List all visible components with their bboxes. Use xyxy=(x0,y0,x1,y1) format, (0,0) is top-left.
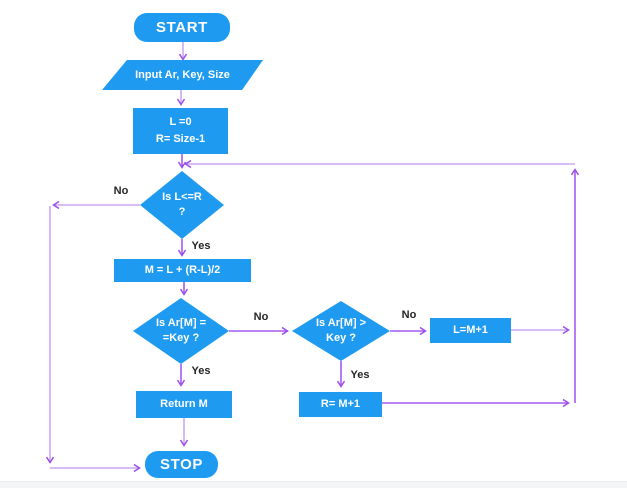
edge-label-gt-no: No xyxy=(401,309,417,321)
node-cond-loop-line2: ? xyxy=(178,206,186,218)
node-left-update: L=M+1 xyxy=(430,318,511,343)
node-return: Return M xyxy=(136,391,232,418)
node-mid: M = L + (R-L)/2 xyxy=(114,259,251,282)
node-stop: STOP xyxy=(145,451,218,478)
node-cond-gt-line2: Key ? xyxy=(326,332,356,344)
node-cond-gt-line1: Is Ar[M] > xyxy=(315,317,366,329)
node-return-label: Return M xyxy=(160,398,208,410)
node-start: START xyxy=(134,13,230,42)
node-cond-loop-line1: Is L<=R xyxy=(162,191,202,203)
node-left-update-label: L=M+1 xyxy=(453,324,488,336)
node-right-update-label: R= M+1 xyxy=(320,398,361,410)
node-right-update: R= M+1 xyxy=(299,392,382,417)
node-input: Input Ar, Key, Size xyxy=(102,60,263,90)
node-input-label: Input Ar, Key, Size xyxy=(135,68,230,81)
edge-label-eq-no: No xyxy=(253,311,269,323)
node-stop-label: STOP xyxy=(160,456,203,473)
edge-label-loop-no: No xyxy=(113,185,129,197)
edge-label-gt-yes: Yes xyxy=(350,369,370,381)
edge-label-eq-yes: Yes xyxy=(191,365,211,377)
node-cond-eq-line1: Is Ar[M] = xyxy=(155,317,206,329)
node-init-line2: R= Size-1 xyxy=(155,133,206,145)
node-mid-label: M = L + (R-L)/2 xyxy=(144,264,221,276)
node-init: L =0 R= Size-1 xyxy=(133,108,228,154)
bottom-strip xyxy=(0,481,627,488)
node-start-label: START xyxy=(156,19,208,36)
edge-label-loop-yes: Yes xyxy=(191,240,211,252)
node-init-line1: L =0 xyxy=(169,116,192,128)
node-cond-eq-line2: =Key ? xyxy=(162,332,200,344)
